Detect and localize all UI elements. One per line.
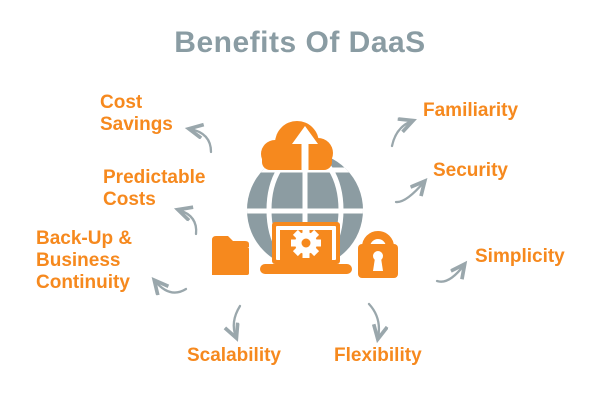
benefit-line: Costs — [103, 189, 156, 210]
benefit-label-familiarity: Familiarity — [423, 100, 518, 122]
benefit-label-predictable-costs: Predictable Costs — [103, 167, 205, 211]
daas-center-illustration — [212, 121, 398, 278]
benefit-line: Security — [433, 160, 508, 181]
folder-icon — [212, 236, 249, 275]
benefit-label-flexibility: Flexibility — [334, 345, 422, 367]
benefit-line: Simplicity — [475, 246, 565, 267]
benefit-label-scalability: Scalability — [187, 345, 281, 367]
page-title: Benefits Of DaaS — [174, 26, 426, 59]
benefit-line: Familiarity — [423, 100, 519, 121]
benefit-line: Continuity — [36, 272, 130, 293]
benefit-label-backup-business-continuity: Back-Up & Business Continuity — [36, 228, 132, 294]
benefit-label-security: Security — [433, 160, 508, 182]
benefit-label-cost-savings: Cost Savings — [100, 92, 173, 136]
laptop-icon — [260, 222, 352, 274]
benefit-line: Scalability — [187, 345, 281, 366]
benefit-line: Savings — [100, 114, 173, 135]
benefit-line: Flexibility — [334, 345, 422, 366]
benefit-line: Business — [36, 250, 121, 271]
lock-icon — [358, 231, 398, 278]
arrow-simplicity — [435, 265, 464, 283]
arrow-predictable-costs — [179, 210, 198, 236]
benefit-line: Predictable — [103, 167, 206, 188]
arrow-backup — [155, 281, 188, 293]
arrow-flexibility — [367, 302, 379, 338]
benefit-label-simplicity: Simplicity — [475, 246, 565, 268]
benefit-line: Back-Up & — [36, 228, 133, 249]
arrow-scalability — [234, 304, 242, 337]
benefit-line: Cost — [100, 92, 143, 113]
gear-icon — [291, 228, 321, 258]
cloud-upload-icon — [261, 121, 333, 170]
